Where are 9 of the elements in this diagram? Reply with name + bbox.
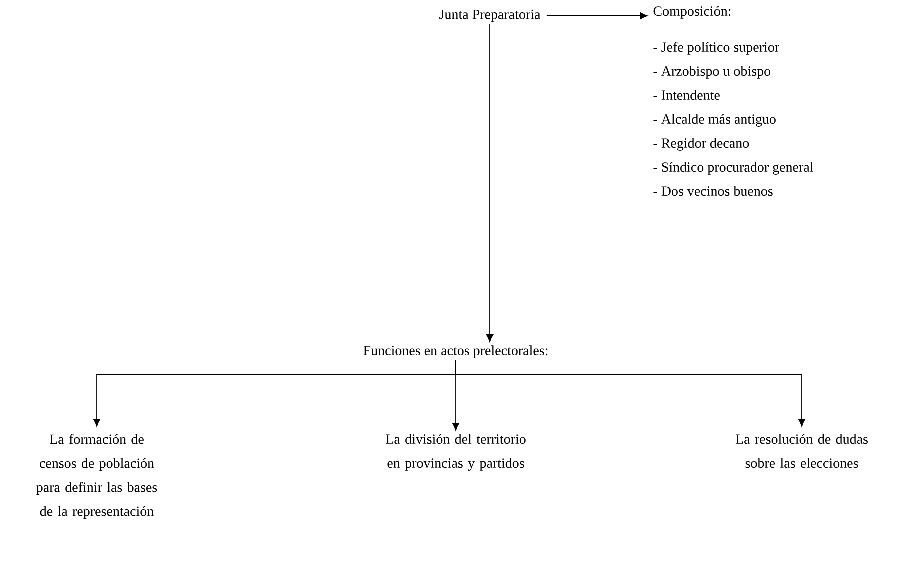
arrow (486, 24, 494, 342)
text-label: Funciones en actos prelectorales: (364, 346, 548, 358)
composition-list: Composición: - Jefe político superior - Arzobispo u obispo - Intendente - Alcalde más antiguo - Regidor decano - Síndico procurador general - Dos vecinos buenos (654, 6, 814, 196)
arrow (546, 12, 648, 20)
arrow (456, 360, 806, 427)
text-label: Junta Preparatoria (440, 10, 541, 22)
text-label: La división del territorio en provincias y partidos (386, 434, 526, 471)
text-label: La resolución de dudas sobre las elecciones (736, 434, 868, 468)
text-label: La formación de censos de población para definir las bases de la representación (36, 434, 158, 520)
